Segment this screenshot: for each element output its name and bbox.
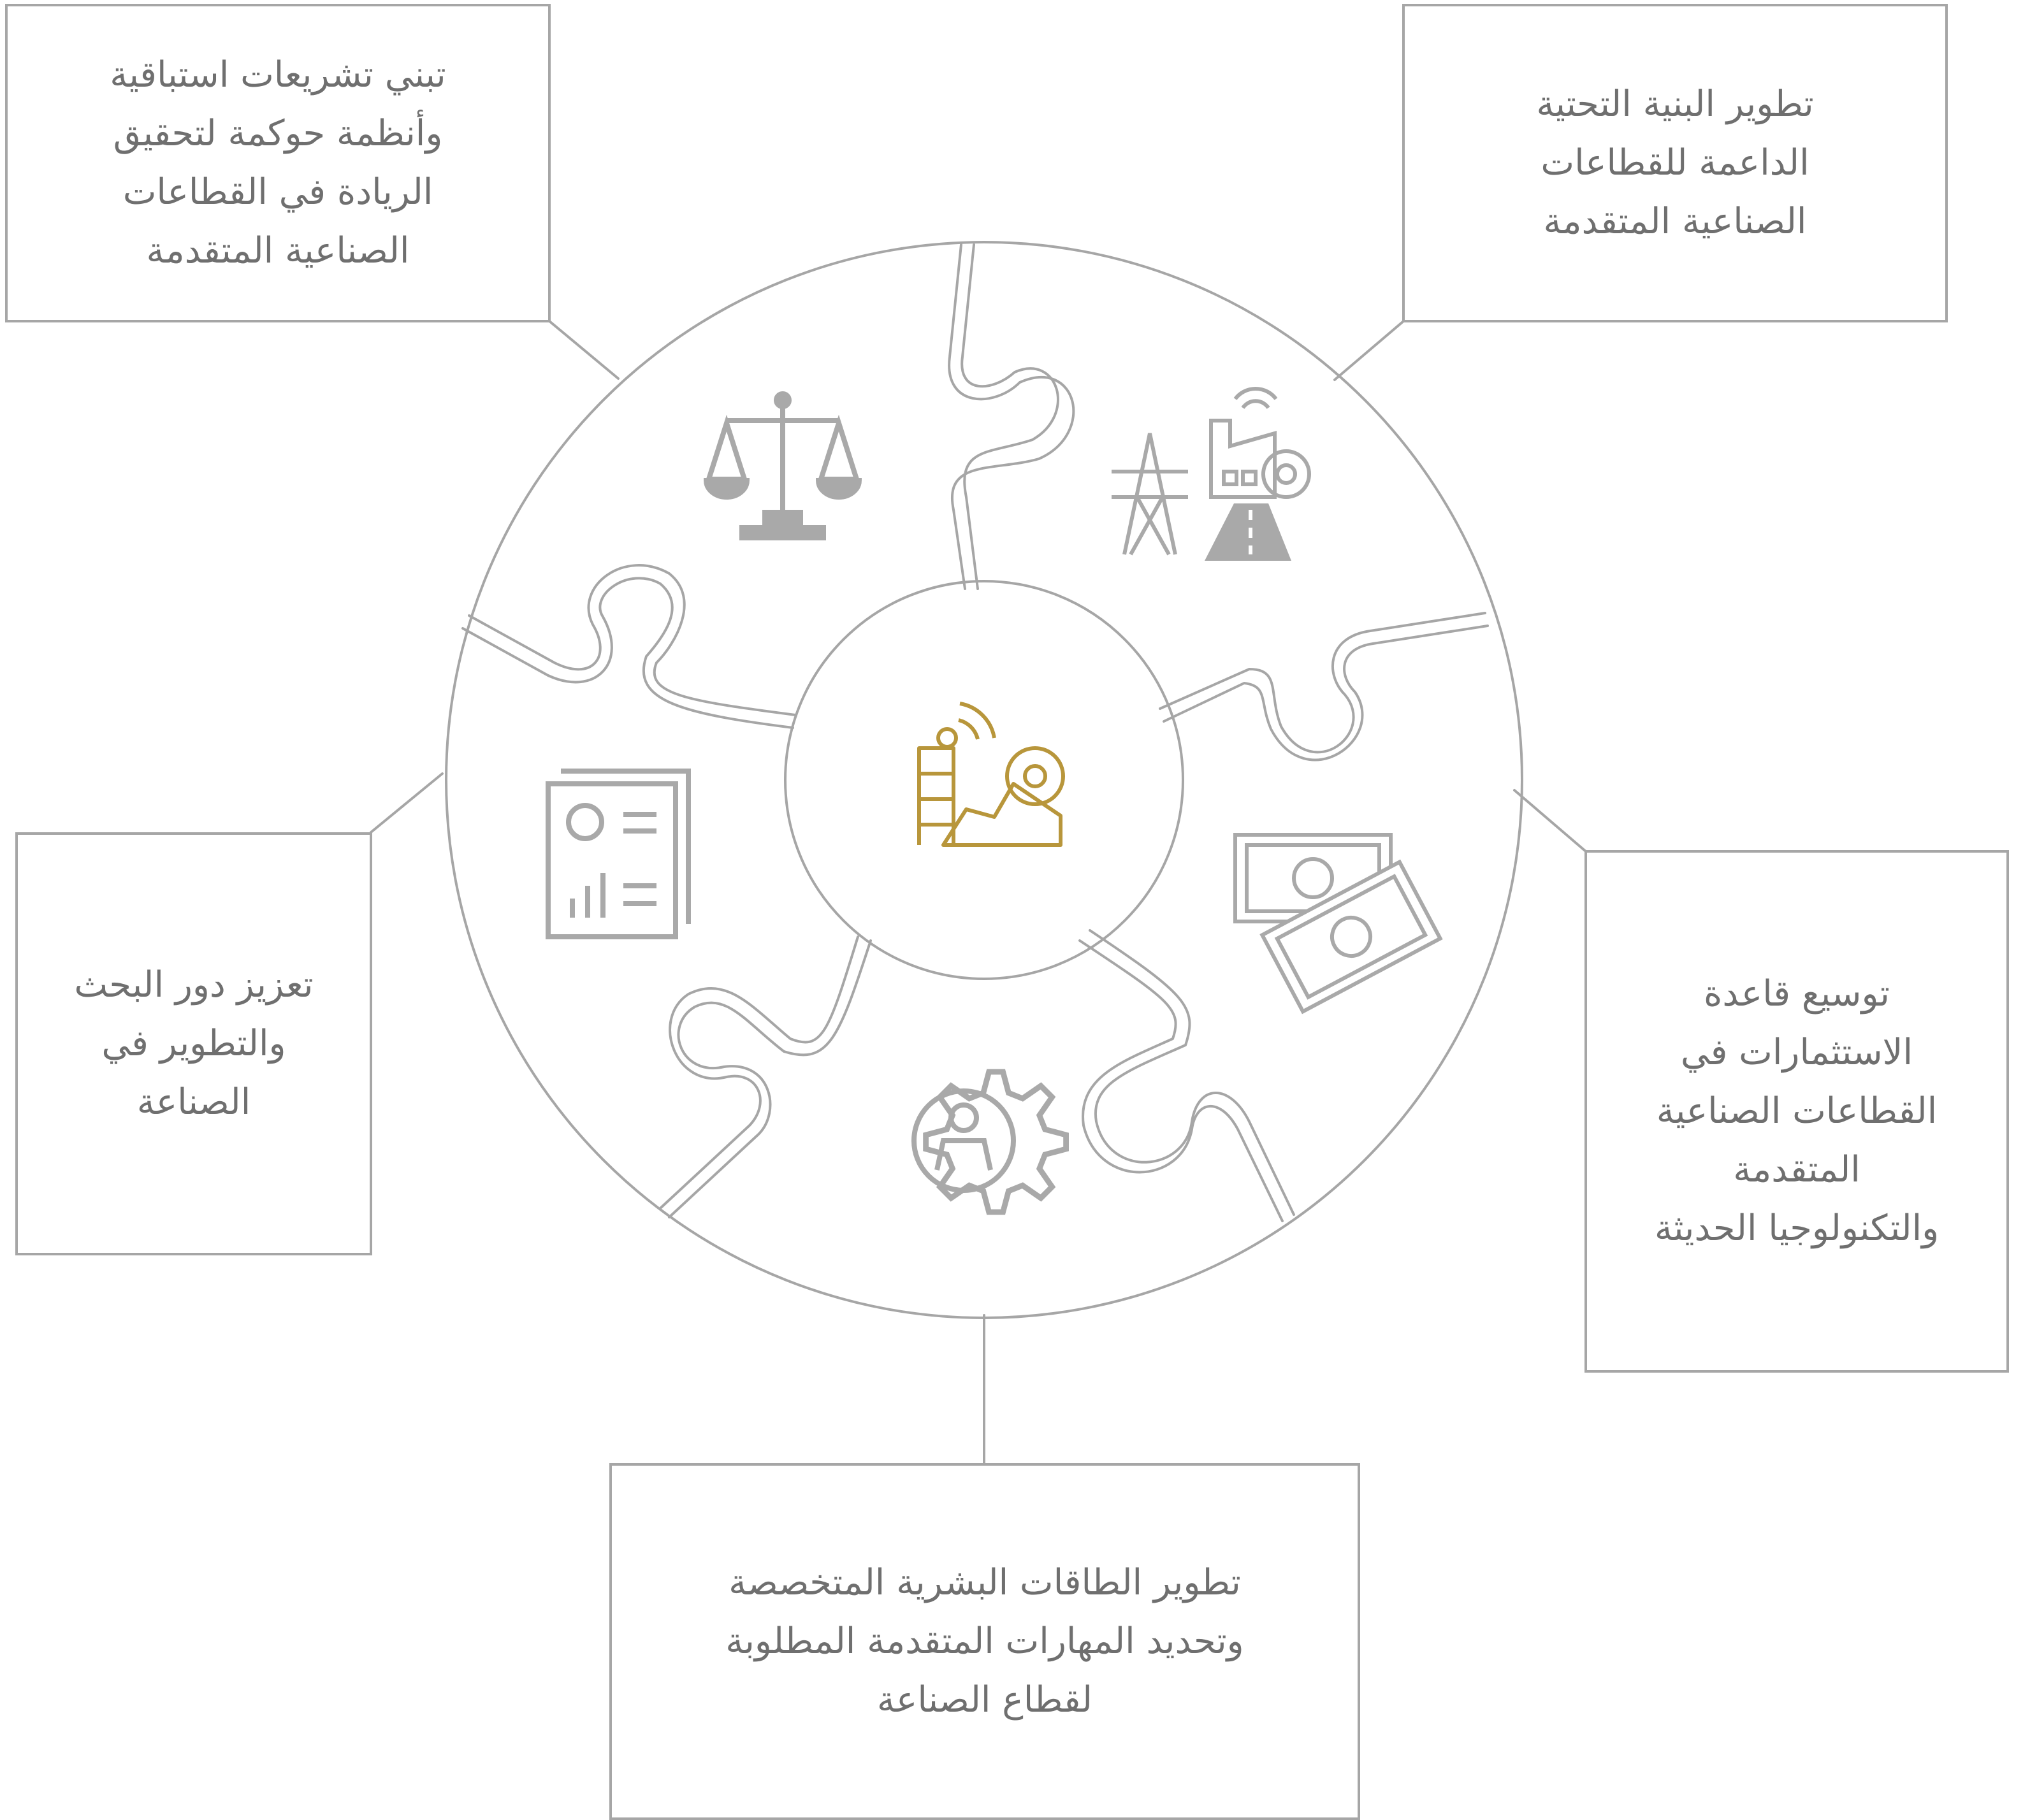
pillar-box-skills: تطوير الطاقات البشرية المتخصصة وتحديد ال… [609, 1463, 1360, 1820]
pillar-text-legislation: تبني تشريعات استباقية وأنظمة حوكمة لتحقي… [110, 54, 446, 271]
pillar-box-investment: توسيع قاعدة الاستثمارات في القطاعات الصن… [1584, 850, 2009, 1373]
seam-top [948, 243, 1075, 590]
pillar-box-legislation: تبني تشريعات استباقية وأنظمة حوكمة لتحقي… [5, 4, 551, 322]
pillar-text-infrastructure: تطوير البنية التحتية الداعمة للقطاعات ال… [1536, 83, 1814, 242]
connector-invest [1513, 789, 1587, 853]
pillar-text-rnd: تعزيز دور البحث والتطوير في الصناعة [74, 964, 314, 1123]
seam-right [1159, 612, 1489, 762]
connector-legislation [548, 320, 620, 380]
outer-ring [445, 241, 1523, 1319]
connector-infra [1333, 320, 1405, 381]
connector-rnd [370, 772, 444, 834]
report-document-icon [546, 769, 691, 939]
scales-of-justice-icon [703, 391, 862, 540]
seam-bottom-right [1078, 929, 1295, 1222]
pillar-text-skills: تطوير الطاقات البشرية المتخصصة وتحديد ال… [725, 1562, 1244, 1721]
seam-bottom-left [659, 935, 872, 1218]
puzzle-seams [461, 243, 1489, 1222]
industry-center-icon [917, 702, 1065, 847]
money-bills-icon [1233, 833, 1443, 1015]
factory-tower-road-icon [1112, 387, 1311, 561]
pillar-box-infrastructure: تطوير البنية التحتية الداعمة للقطاعات ال… [1402, 4, 1948, 322]
pillar-text-investment: توسيع قاعدة الاستثمارات في القطاعات الصن… [1654, 973, 1940, 1249]
person-gear-icon [911, 1069, 1070, 1215]
pillar-box-rnd: تعزيز دور البحث والتطوير في الصناعة [15, 832, 372, 1255]
seam-left [461, 564, 797, 729]
inner-hub [784, 580, 1184, 980]
